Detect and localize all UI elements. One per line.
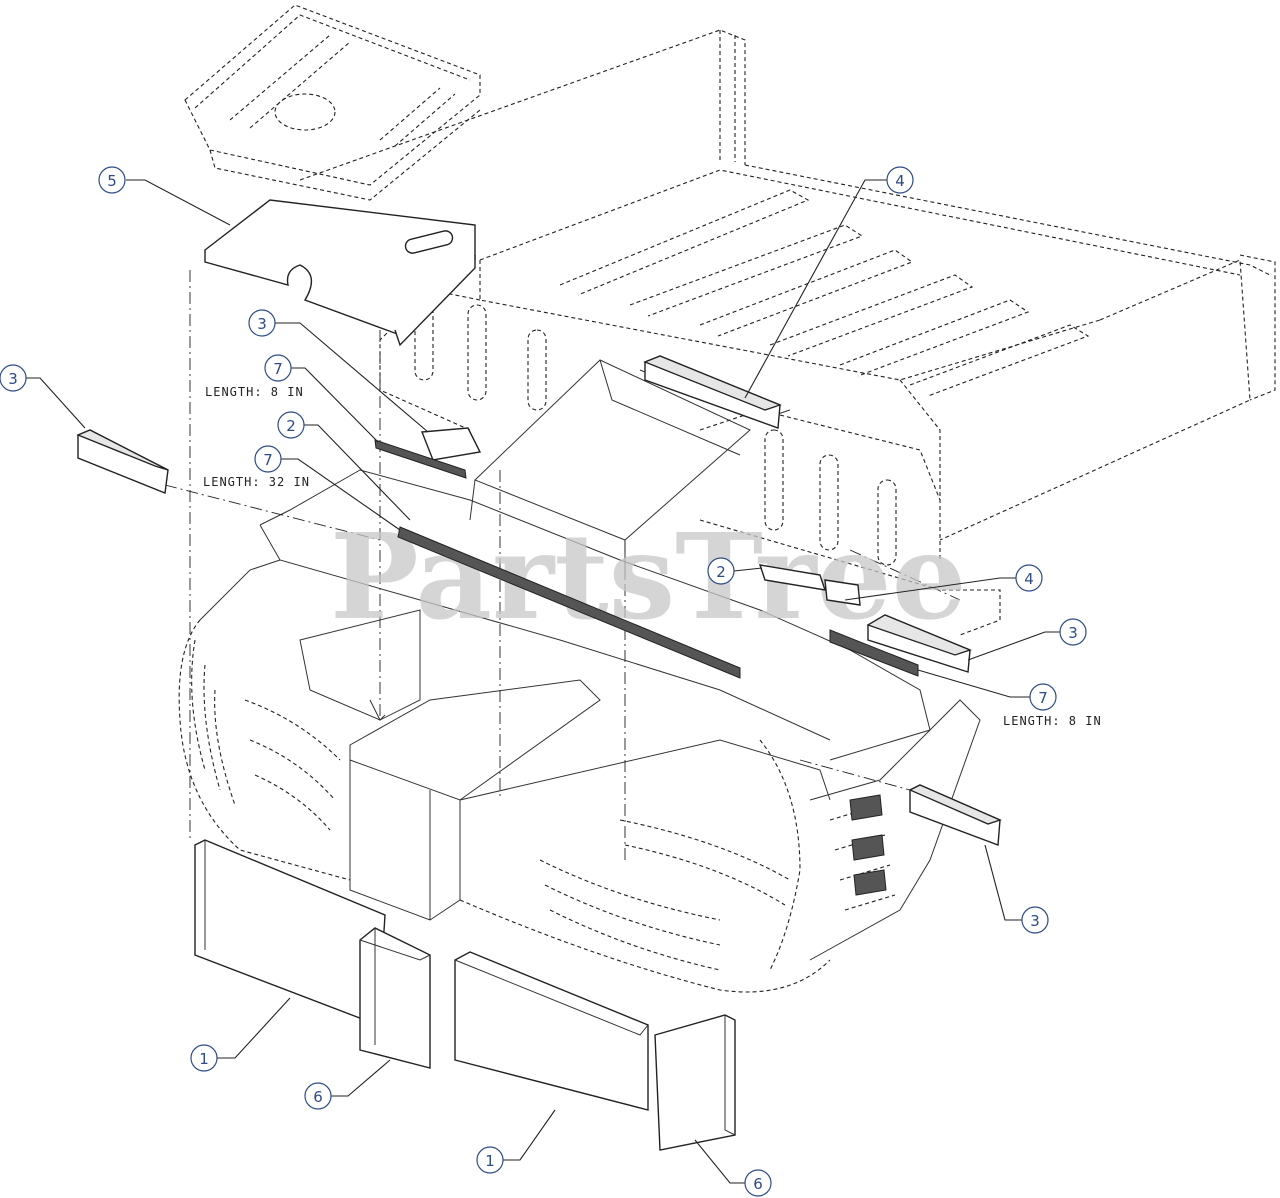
callout-1b: 1	[485, 1152, 495, 1170]
length-note-8in-upper: LENGTH: 8 IN	[205, 385, 304, 399]
part-6-panel-right	[654, 1014, 736, 1151]
length-note-32in: LENGTH: 32 IN	[203, 475, 310, 489]
callout-3b-bubble	[248, 309, 276, 337]
callout-3d-bubble	[1021, 906, 1049, 934]
callout-4a-bubble	[886, 166, 914, 194]
callout-1a: 1	[199, 1050, 209, 1068]
callout-6b-bubble	[744, 1169, 772, 1197]
callouts: 5 4 3 3 7 2 7 2 4 3	[0, 166, 1087, 1197]
callout-7c-bubble	[1029, 683, 1057, 711]
callout-4a: 4	[895, 172, 905, 190]
callout-7a: 7	[273, 360, 283, 378]
callout-6b: 6	[753, 1175, 763, 1193]
callout-5-bubble	[98, 166, 126, 194]
callout-7b-bubble	[254, 445, 282, 473]
callout-5: 5	[107, 172, 117, 190]
part-5-seat-insulation	[204, 199, 476, 336]
callout-7a-bubble	[264, 354, 292, 382]
callout-3a-bubble	[0, 364, 27, 392]
callout-1a-bubble	[190, 1044, 218, 1072]
alignment-lines	[164, 270, 961, 860]
callout-3c: 3	[1068, 624, 1078, 642]
part-2-foam-block-lower	[758, 564, 827, 591]
parts	[76, 199, 1002, 1151]
chassis-body	[178, 359, 981, 993]
part-3-foam-block-upper	[421, 427, 482, 461]
callout-2b: 2	[716, 563, 726, 581]
part-7-seal-strip-long	[397, 526, 741, 679]
callout-6a-bubble	[304, 1082, 332, 1110]
callout-3c-bubble	[1059, 618, 1087, 646]
callout-3b: 3	[257, 315, 267, 333]
part-6-panel-left	[359, 927, 431, 1069]
callout-2b-bubble	[707, 557, 735, 585]
part-1-panel-left	[194, 839, 386, 1026]
callout-1b-bubble	[476, 1146, 504, 1174]
length-note-8in-lower: LENGTH: 8 IN	[1003, 714, 1102, 728]
part-1-panel-right	[454, 951, 649, 1111]
callout-2a-bubble	[277, 411, 305, 439]
callout-7c: 7	[1038, 689, 1048, 707]
part-7-seal-strip-lower	[829, 629, 919, 677]
watermark: PartsTree	[330, 507, 967, 646]
callout-6a: 6	[313, 1088, 323, 1106]
callout-4b-bubble	[1015, 564, 1043, 592]
callout-4b: 4	[1024, 570, 1034, 588]
callout-7b: 7	[263, 451, 273, 469]
callout-3a: 3	[8, 370, 18, 388]
callout-2a: 2	[286, 417, 296, 435]
part-7-seal-strip-upper	[374, 439, 467, 479]
callout-3d: 3	[1030, 912, 1040, 930]
